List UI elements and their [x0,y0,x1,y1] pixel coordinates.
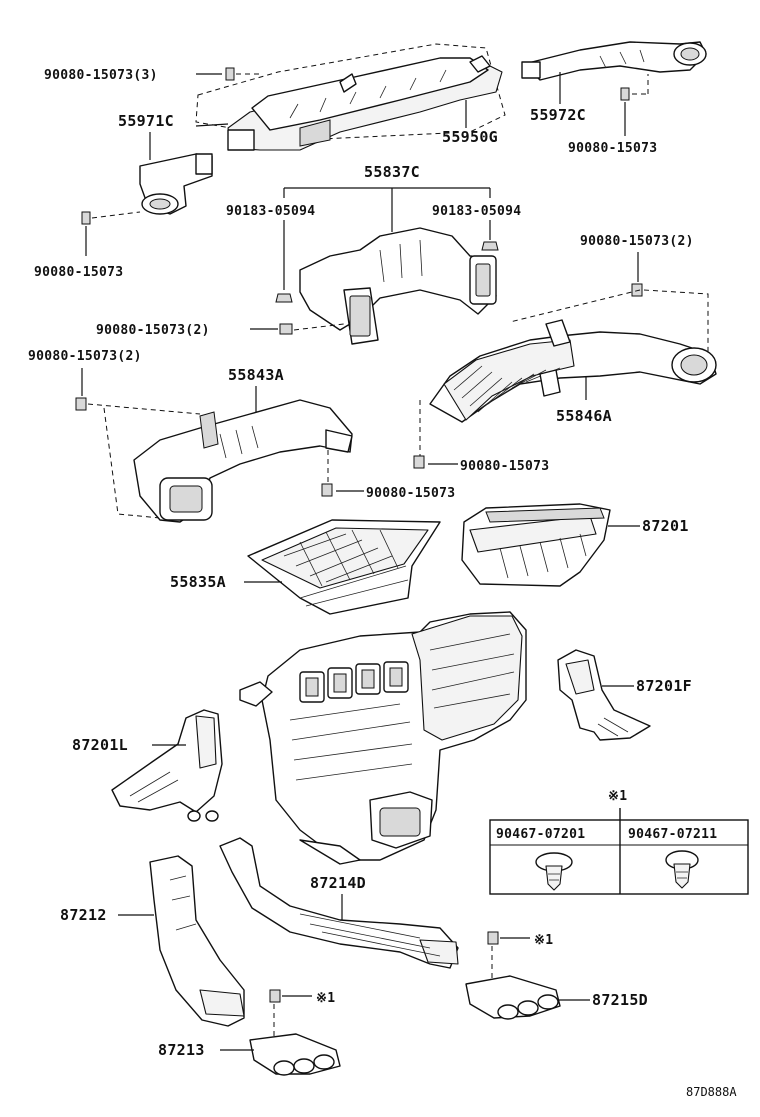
label-90080-15073-d: 90080-15073 [366,486,455,501]
label-55846a: 55846A [556,407,612,425]
label-55971c: 55971C [118,112,174,130]
duct-55846a[interactable] [429,319,717,423]
vent-87213[interactable] [249,1033,341,1076]
label-90080-15073-b: 90080-15073 [34,265,123,280]
label-90183-05094-b: 90183-05094 [432,204,521,219]
label-87201f: 87201F [636,677,692,695]
bolt-icon [620,74,649,101]
clip-icon [275,293,293,303]
bolt-icon [269,989,281,1003]
duct-55837c[interactable] [299,227,497,345]
label-90080-15073-2b: 90080-15073(2) [580,234,694,249]
bolt-icon [413,455,425,469]
case-87201[interactable] [461,503,611,587]
clip-90467-07211-icon [665,850,699,889]
case-87201l[interactable] [111,709,223,822]
duct-55971c[interactable] [139,153,213,215]
label-55837c: 55837C [364,163,420,181]
label-90183-05094-a: 90183-05094 [226,204,315,219]
label-87213: 87213 [158,1041,205,1059]
label-90080-15073-2a: 90080-15073(2) [96,323,210,338]
duct-55972c[interactable] [521,41,707,81]
label-55972c: 55972C [530,106,586,124]
label-55843a: 55843A [228,366,284,384]
clip-90467-07201-icon [535,852,573,891]
bolt-icon [321,483,333,497]
vent-87215d[interactable] [465,975,561,1020]
bolt-icon [225,67,262,81]
label-55835a: 55835A [170,573,226,591]
bolt-icon [631,283,643,297]
label-ref1-a: ※1 [534,933,553,948]
label-90080-15073-3: 90080-15073(3) [44,68,158,83]
duct-55950g[interactable] [195,43,506,151]
label-87214d: 87214D [310,874,366,892]
label-90080-15073-a: 90080-15073 [568,141,657,156]
bolt-icon [75,397,87,411]
clip-table-col2: 90467-07211 [628,827,717,842]
label-55950g: 55950G [442,128,498,146]
duct-55843a[interactable] [133,399,353,523]
panel-55835a[interactable] [247,519,441,615]
label-87201: 87201 [642,517,689,535]
label-87212: 87212 [60,906,107,924]
label-87201l: 87201L [72,736,128,754]
label-90080-15073-c: 90080-15073 [460,459,549,474]
clip-icon [481,241,499,251]
clip-table: ※1 90467-07201 90467-07211 [489,789,749,895]
label-87215d: 87215D [592,991,648,1009]
bolt-icon [279,323,345,335]
clip-table-ref-mark: ※1 [608,789,627,804]
bolt-icon [81,211,141,225]
duct-87212[interactable] [149,855,245,1027]
duct-87214d[interactable] [219,837,459,969]
diagram-id: 87D888A [686,1085,737,1099]
bolt-icon [487,931,499,945]
hvac-unit-main[interactable] [239,611,527,865]
clip-table-col1: 90467-07201 [496,827,585,842]
label-ref1-b: ※1 [316,991,335,1006]
label-90080-15073-2c: 90080-15073(2) [28,349,142,364]
case-87201f[interactable] [557,649,651,741]
